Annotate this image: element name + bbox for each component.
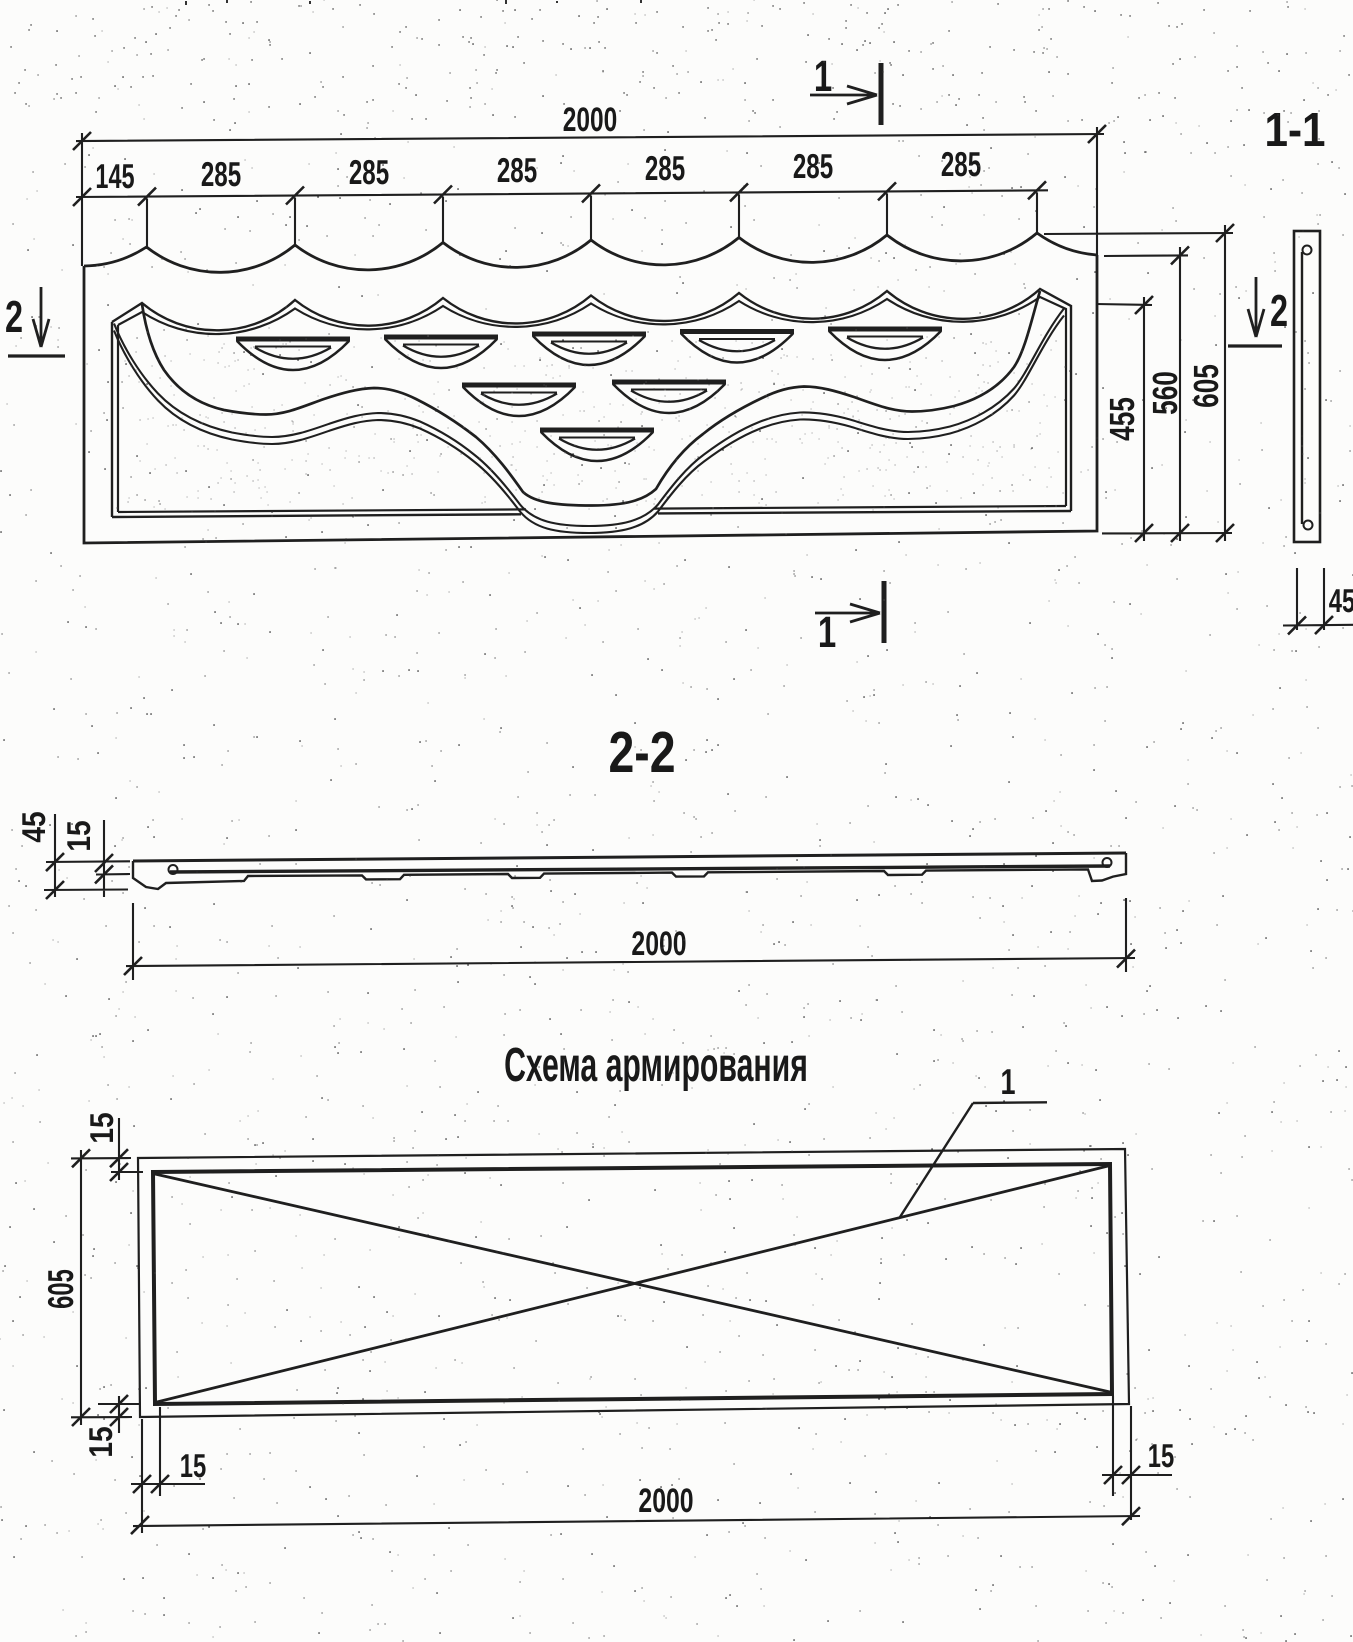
svg-text:2: 2 — [5, 291, 23, 342]
svg-text:15: 15 — [60, 820, 97, 851]
svg-text:1: 1 — [1000, 1061, 1015, 1102]
svg-text:15: 15 — [82, 1426, 119, 1457]
svg-text:15: 15 — [83, 1112, 120, 1143]
svg-text:15: 15 — [180, 1447, 206, 1484]
svg-text:285: 285 — [349, 154, 389, 192]
svg-text:605: 605 — [1187, 364, 1226, 408]
svg-text:45: 45 — [1329, 582, 1353, 619]
svg-text:605: 605 — [40, 1269, 81, 1309]
svg-text:15: 15 — [1148, 1437, 1174, 1474]
svg-text:2: 2 — [1270, 285, 1288, 336]
svg-text:Схема армирования: Схема армирования — [504, 1039, 808, 1092]
svg-text:45: 45 — [15, 811, 52, 842]
svg-text:1: 1 — [818, 608, 836, 657]
svg-text:285: 285 — [645, 150, 685, 188]
svg-text:2000: 2000 — [563, 101, 617, 139]
svg-text:285: 285 — [497, 152, 537, 190]
svg-text:285: 285 — [793, 148, 833, 186]
svg-text:2-2: 2-2 — [608, 720, 675, 785]
svg-text:2000: 2000 — [638, 1482, 693, 1520]
svg-text:285: 285 — [201, 156, 241, 194]
svg-text:2000: 2000 — [631, 925, 686, 963]
svg-text:145: 145 — [95, 158, 134, 196]
svg-text:285: 285 — [941, 146, 981, 184]
svg-text:1: 1 — [814, 52, 832, 101]
svg-text:455: 455 — [1103, 397, 1142, 441]
svg-text:1-1: 1-1 — [1264, 104, 1325, 157]
